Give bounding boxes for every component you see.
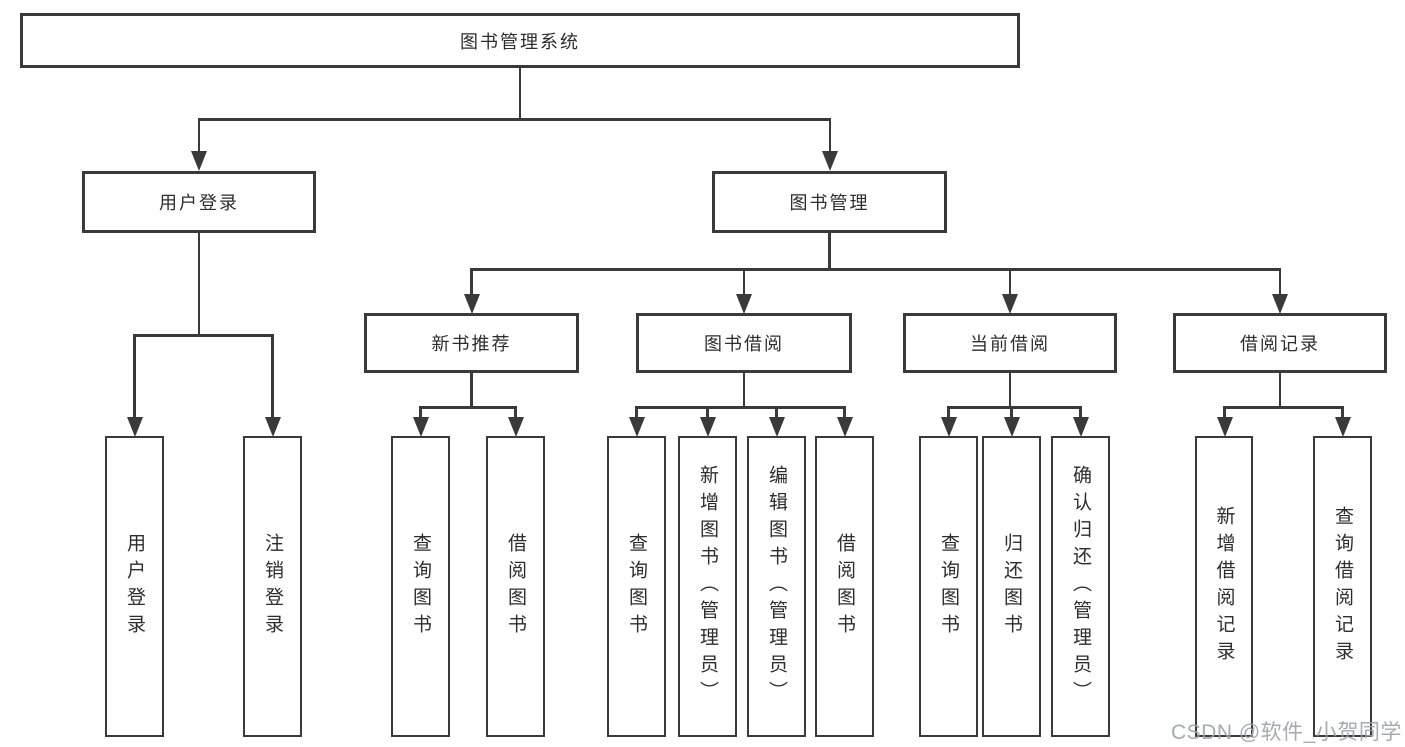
csdn-watermark: CSDN @软件_小贺同学 <box>1171 721 1402 744</box>
node-label: 借阅图书 <box>834 532 855 641</box>
arrowhead-leaf-borrow2 <box>836 416 853 437</box>
arrowhead-leaf-return <box>1003 416 1020 437</box>
arrowhead-leaf-query-record <box>1334 416 1351 437</box>
node-label: 注销登录 <box>262 532 283 641</box>
arrowhead-borrow <box>736 293 752 314</box>
arrowhead-leaf-query2 <box>628 416 645 437</box>
node-label: 图书管理 <box>789 193 870 213</box>
arrowhead-leaf-confirm-return <box>1072 416 1089 437</box>
arrowhead-leaf-query1 <box>412 416 429 437</box>
node-label: 查询图书 <box>410 532 431 641</box>
connector-borrow-split <box>635 406 846 409</box>
node-label: 图书管理系统 <box>460 31 580 52</box>
node-borrow-records: 借阅记录 <box>1173 313 1387 373</box>
connector-records-stem <box>1278 373 1282 409</box>
connector-recommend-split <box>419 406 517 409</box>
node-label: 借阅图书 <box>505 532 526 641</box>
arrowhead-recommend <box>463 293 480 314</box>
arrowhead-leaf-edit-books <box>768 416 785 437</box>
node-book-management: 图书管理 <box>712 171 947 233</box>
leaf-confirm-return-admin: 确认归还（管理员） <box>1051 436 1110 737</box>
connector-login-split <box>133 334 274 337</box>
node-label: 查询借阅记录 <box>1332 505 1353 668</box>
connector-current-stem <box>1008 373 1012 409</box>
leaf-query-books-3: 查询图书 <box>919 436 978 737</box>
node-label: 用户登录 <box>124 532 145 641</box>
node-label: 用户登录 <box>159 193 239 213</box>
leaf-borrow-books-1: 借阅图书 <box>486 436 545 737</box>
arrowhead-book-mgmt <box>821 151 838 171</box>
node-label: 借阅记录 <box>1240 334 1320 354</box>
connector-drop-leaf <box>775 406 778 418</box>
node-label: 归还图书 <box>1001 532 1022 641</box>
node-label: 新增图书（管理员） <box>697 465 718 708</box>
connector-drop-leaf <box>947 406 950 418</box>
node-label: 当前借阅 <box>970 334 1050 354</box>
arrowhead-leaf-login <box>126 416 143 437</box>
connector-current-split <box>947 406 1082 409</box>
node-label: 编辑图书（管理员） <box>766 465 787 708</box>
node-current-borrow: 当前借阅 <box>903 313 1117 373</box>
connector-drop-leaf <box>1010 406 1013 418</box>
leaf-borrow-books-2: 借阅图书 <box>815 436 874 737</box>
connector-drop-recommend <box>470 268 473 294</box>
leaf-user-login: 用户登录 <box>105 436 164 737</box>
leaf-return-books: 归还图书 <box>982 436 1041 737</box>
leaf-logout: 注销登录 <box>243 436 302 737</box>
node-label: 新书推荐 <box>431 334 512 354</box>
arrowhead-leaf-logout <box>264 416 281 437</box>
arrowhead-leaf-query3 <box>940 416 957 437</box>
node-root-system: 图书管理系统 <box>20 13 1020 68</box>
connector-root-split <box>197 118 832 121</box>
connector-login-stem <box>197 233 201 337</box>
arrowhead-records <box>1272 293 1288 314</box>
connector-drop-leaf <box>706 406 709 418</box>
arrowhead-current <box>1002 293 1018 314</box>
connector-root-stem <box>518 68 522 121</box>
leaf-query-borrow-record: 查询借阅记录 <box>1313 436 1372 737</box>
connector-drop-leaf <box>514 406 517 418</box>
node-label: 确认归还（管理员） <box>1070 465 1091 708</box>
leaf-query-books-2: 查询图书 <box>607 436 666 737</box>
node-label: 图书借阅 <box>704 334 784 354</box>
connector-drop-leaf <box>1079 406 1082 418</box>
node-book-borrow: 图书借阅 <box>636 313 852 373</box>
leaf-add-books-admin: 新增图书（管理员） <box>678 436 737 737</box>
connector-drop-leaf-logout <box>271 334 274 417</box>
connector-drop-borrow <box>742 268 746 294</box>
node-new-book-recommend: 新书推荐 <box>364 313 579 373</box>
leaf-edit-books-admin: 编辑图书（管理员） <box>747 436 806 737</box>
connector-drop-book-mgmt <box>828 118 831 152</box>
connector-recommend-stem <box>470 373 473 409</box>
connector-drop-leaf-login <box>133 334 136 417</box>
connector-drop-leaf <box>843 406 846 418</box>
node-label: 查询图书 <box>626 532 647 641</box>
leaf-query-books-1: 查询图书 <box>391 436 450 737</box>
connector-drop-leaf <box>419 406 422 418</box>
connector-borrow-stem <box>742 373 746 409</box>
node-user-login: 用户登录 <box>82 171 316 233</box>
node-label: 新增借阅记录 <box>1213 505 1235 668</box>
connector-records-split <box>1223 406 1344 409</box>
arrowhead-leaf-add-record <box>1216 416 1233 437</box>
arrowhead-leaf-borrow1 <box>507 416 524 437</box>
leaf-add-borrow-record: 新增借阅记录 <box>1195 436 1253 737</box>
connector-mgmt-stem <box>828 233 831 271</box>
connector-drop-current <box>1008 268 1012 294</box>
node-label: 查询图书 <box>938 532 959 641</box>
connector-mgmt-split <box>470 268 1282 271</box>
arrowhead-leaf-add-books <box>699 416 716 437</box>
connector-drop-user-login <box>197 118 201 152</box>
connector-drop-records <box>1278 268 1282 294</box>
connector-drop-leaf <box>1223 406 1226 418</box>
connector-drop-leaf <box>1341 406 1344 418</box>
connector-drop-leaf <box>635 406 638 418</box>
arrowhead-user-login <box>191 151 207 171</box>
